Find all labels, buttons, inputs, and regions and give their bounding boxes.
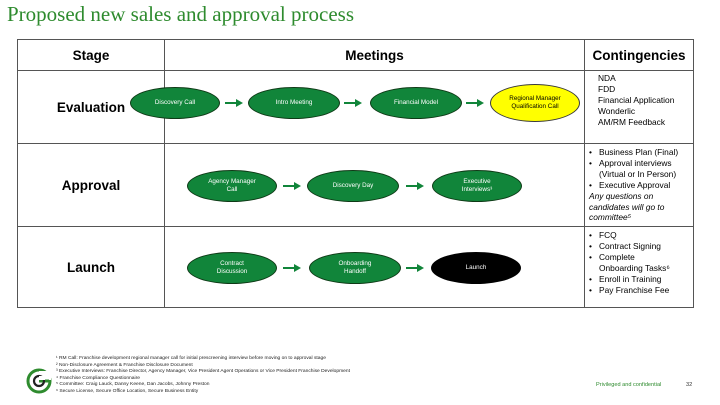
contingencies-evaluation: NDA FDD Financial Application Wonderlic …	[592, 73, 674, 128]
footnote: ⁶ Secure License, Secure Office Location…	[56, 388, 199, 394]
footnote: ² Non-Disclosure Agreement & Franchise D…	[56, 362, 193, 368]
meeting-regional-manager-call: Regional Manager Qualification Call	[490, 84, 580, 122]
contingency-item: AM/RM Feedback	[598, 116, 666, 127]
arrow-right-icon	[283, 182, 301, 190]
contingency-item: Wonderlic	[598, 105, 636, 116]
contingency-item: Financial Application	[598, 94, 675, 105]
footnote: ⁵ Committee: Craig Lauck, Danny Keene, D…	[56, 382, 210, 388]
contingency-item: FCQ	[589, 230, 670, 241]
contingencies-approval: Business Plan (Final) Approval interview…	[589, 147, 678, 223]
meeting-intro-meeting: Intro Meeting	[248, 87, 340, 119]
company-logo-icon	[26, 368, 52, 394]
contingency-item: Executive Approval	[589, 180, 678, 191]
contingencies-launch: FCQ Contract Signing Complete Onboarding…	[589, 230, 670, 295]
contingency-item: Contract Signing	[589, 241, 670, 252]
meeting-contract-discussion: Contract Discussion	[187, 252, 277, 284]
arrow-right-icon	[406, 182, 424, 190]
meeting-launch: Launch	[431, 252, 521, 284]
header-contingencies: Contingencies	[585, 40, 693, 71]
meeting-executive-interviews: Executive Interviews³	[432, 170, 522, 202]
contingency-item: Approval interviews	[589, 158, 678, 169]
meeting-discovery-call: Discovery Call	[130, 87, 220, 119]
arrow-right-icon	[283, 264, 301, 272]
contingency-item: Business Plan (Final)	[589, 147, 678, 158]
meetings-launch	[165, 227, 585, 307]
header-meetings: Meetings	[165, 40, 585, 71]
confidential-label: Privileged and confidential	[596, 382, 662, 388]
contingencies-evaluation-cell	[585, 71, 693, 144]
arrow-right-icon	[344, 99, 362, 107]
arrow-right-icon	[225, 99, 243, 107]
contingency-note: Any questions on	[589, 190, 654, 201]
meeting-discovery-day: Discovery Day	[307, 170, 399, 202]
footnote: ³ Executive Interviews: Franchise Direct…	[56, 369, 350, 375]
contingency-item: Enroll in Training	[589, 274, 670, 285]
footnotes: ¹ RM Call: Franchise development regiona…	[56, 356, 350, 396]
contingency-item: FDD	[598, 83, 616, 94]
meeting-onboarding-handoff: Onboarding Handoff	[309, 252, 401, 284]
header-stage: Stage	[18, 40, 165, 71]
meetings-approval	[165, 144, 585, 227]
stage-approval: Approval	[18, 144, 165, 227]
footnote: ⁴ Franchise Compliance Questionnaire	[56, 375, 140, 381]
meetings-evaluation	[165, 71, 585, 144]
page-title: Proposed new sales and approval process	[7, 2, 354, 26]
contingency-note: candidates will go to	[589, 201, 665, 212]
contingencies-approval-cell	[585, 144, 693, 227]
stage-launch: Launch	[18, 227, 165, 307]
arrow-right-icon	[466, 99, 484, 107]
footnote: ¹ RM Call: Franchise development regiona…	[56, 356, 326, 361]
arrow-right-icon	[406, 264, 424, 272]
process-table: Stage Meetings Contingencies Evaluation …	[17, 39, 694, 308]
contingency-item: Complete	[589, 252, 670, 263]
contingency-item: Onboarding Tasks⁶	[599, 262, 670, 273]
contingency-item: NDA	[598, 73, 616, 83]
meeting-financial-model: Financial Model	[370, 87, 462, 119]
page-number: 32	[686, 382, 693, 388]
meeting-agency-manager-call: Agency Manager Call	[187, 170, 277, 202]
contingency-note: committee⁵	[589, 212, 632, 223]
contingency-item: Pay Franchise Fee	[589, 285, 670, 296]
contingency-item: (Virtual or In Person)	[599, 168, 677, 179]
